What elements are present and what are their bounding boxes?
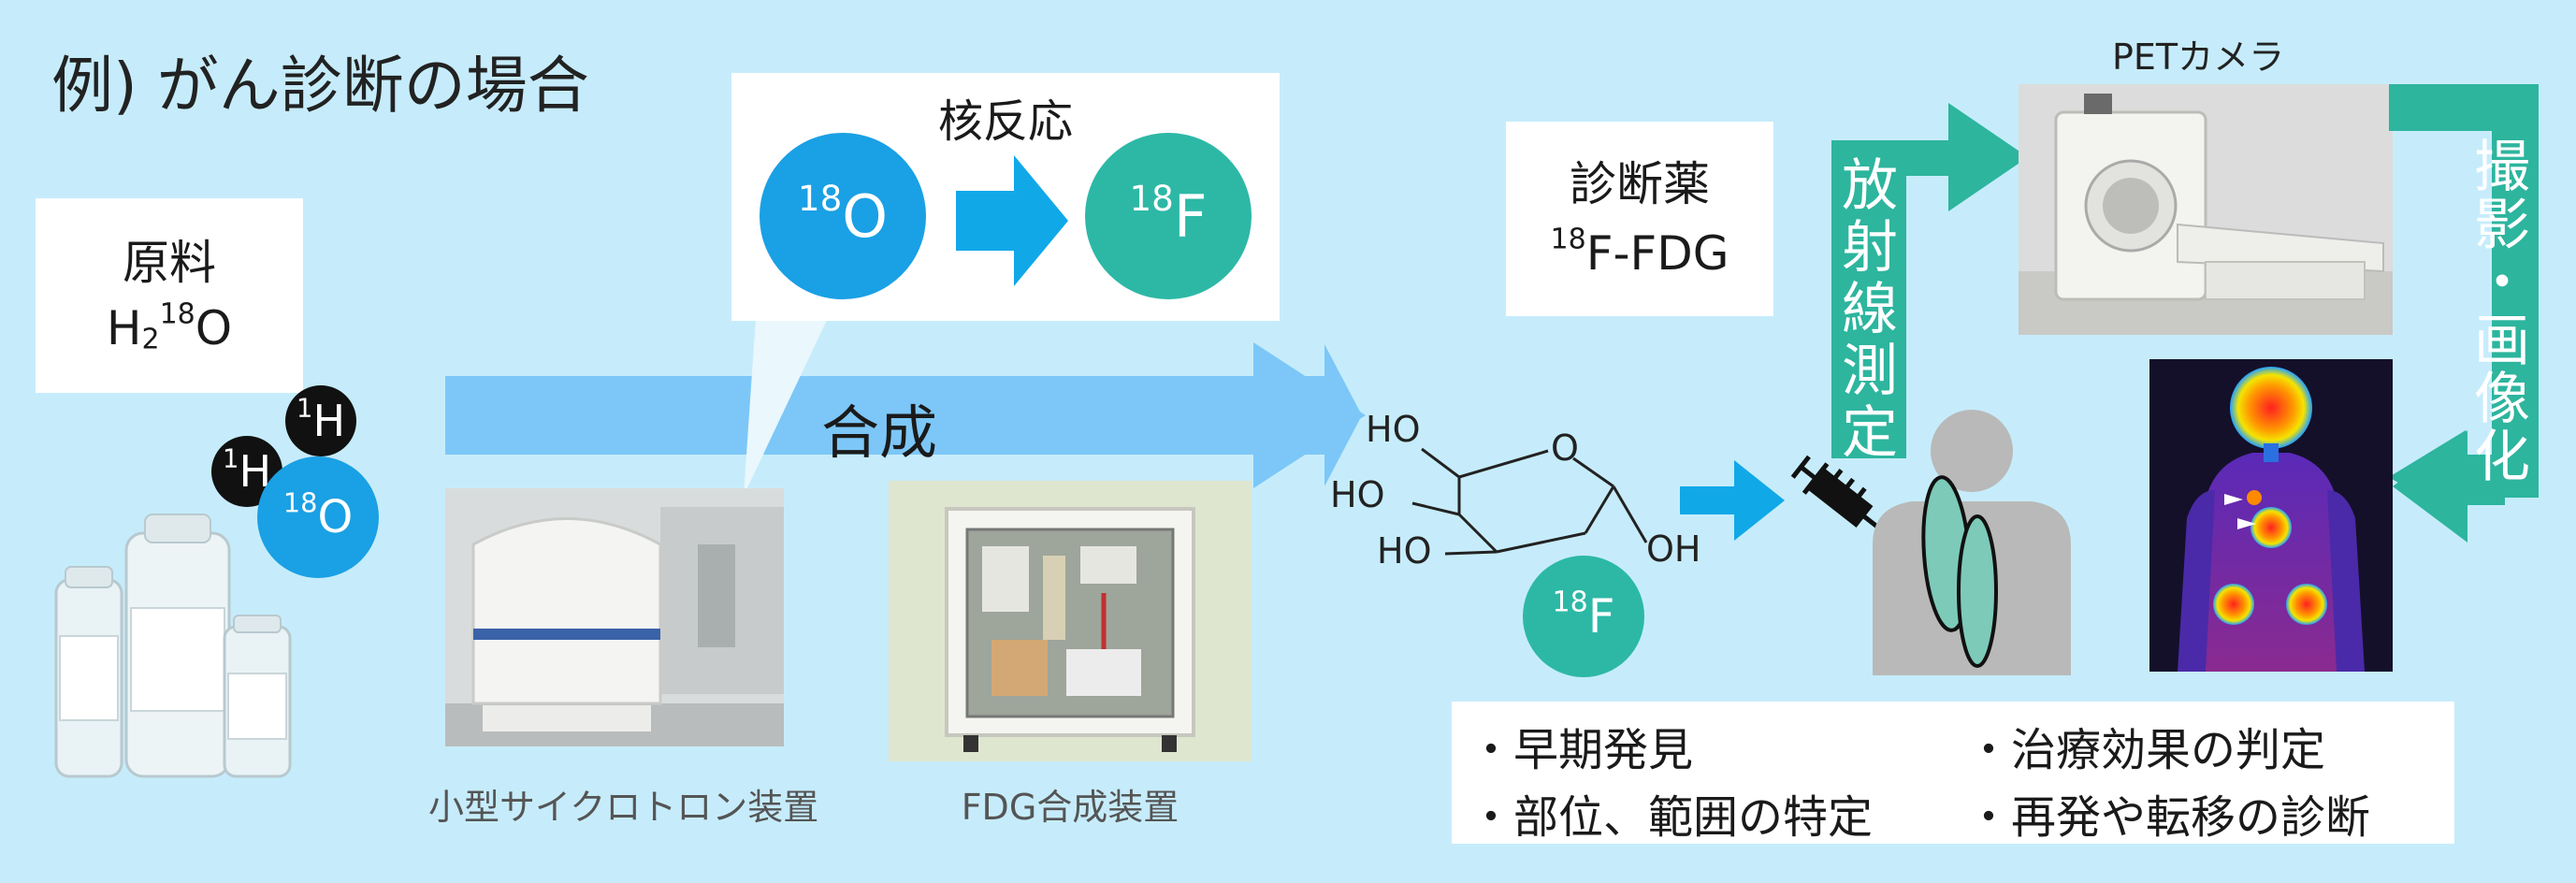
fdg-group-oh: OH (1646, 528, 1700, 570)
fdg-synthesis-unit-image (889, 481, 1252, 761)
pet-camera-label: PETカメラ (2112, 36, 2285, 78)
fdg-group-ho-1: HO (1366, 409, 1420, 450)
pet-scan-image (2149, 359, 2393, 672)
fluorine-18-label-circle: 18F (1523, 556, 1644, 677)
callout-pointer (744, 318, 828, 496)
raw-material-box: 原料 H218O (36, 198, 303, 393)
reaction-arrow-icon (956, 155, 1068, 286)
synthesis-arrow-head (1253, 342, 1366, 488)
benefit-early-detection: ・早期発見 (1469, 724, 1694, 776)
synthesis-arrow (445, 344, 1362, 486)
patient-figure-icon (1873, 410, 2071, 675)
oxygen-18-atom: 18O (257, 456, 379, 578)
fdg-group-ho-2: HO (1330, 474, 1384, 515)
pet-camera-image (2019, 84, 2393, 335)
hydrogen-atom-1: 1H (285, 385, 356, 456)
fluorine-18-circle: 18F (1085, 133, 1252, 299)
cyclotron-caption: 小型サイクロトロン装置 (428, 787, 819, 828)
benefit-recurrence-diagnosis: ・再発や転移の診断 (1966, 791, 2371, 844)
imaging-label: 撮 影 ・ 画 像 化 (2474, 135, 2530, 490)
drug-label: 診断薬 (1570, 157, 1710, 211)
benefit-treatment-evaluation: ・治療効果の判定 (1966, 724, 2326, 776)
radiation-measurement-arrow (1831, 103, 2028, 458)
fdg-structure-diagram: HO O HO HO OH (1330, 409, 1700, 572)
hydrogen-atom-2: 1H (211, 436, 282, 507)
injection-arrow (1680, 460, 1785, 541)
cyclotron-image (445, 488, 784, 746)
raw-material-label: 原料 (123, 236, 216, 290)
water-bottles-image (54, 514, 292, 778)
radiation-measurement-label: 放 射 線 測 定 (1842, 153, 1898, 466)
drug-name: 18F-FDG (1550, 223, 1729, 281)
oxygen-18-circle: 18O (760, 133, 926, 299)
diagnostic-drug-box: 診断薬 18F-FDG (1506, 122, 1773, 316)
page-title: 例) がん診断の場合 (51, 50, 589, 122)
fdg-group-o: O (1551, 427, 1579, 469)
nuclear-reaction-box: 核反応 18O 18F (731, 73, 1280, 321)
raw-material-formula: H218O (106, 297, 233, 356)
benefit-location-identification: ・部位、範囲の特定 (1469, 791, 1874, 844)
imaging-arrow-head (2393, 430, 2505, 543)
imaging-arrow (2389, 84, 2539, 524)
fdg-group-ho-3: HO (1377, 530, 1431, 572)
fdg-unit-caption: FDG合成装置 (961, 787, 1179, 828)
synthesis-label: 合成 (821, 398, 938, 467)
nuclear-reaction-label: 核反応 (937, 95, 1073, 148)
benefits-box: ・早期発見 ・治療効果の判定 ・部位、範囲の特定 ・再発や転移の診断 (1452, 702, 2454, 844)
